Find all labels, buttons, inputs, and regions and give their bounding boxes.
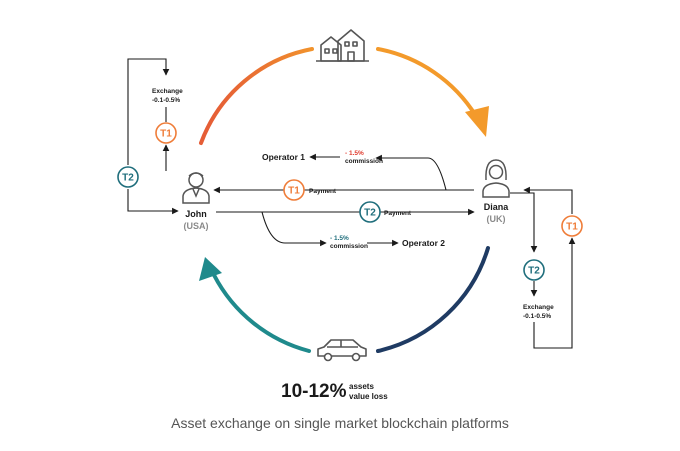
payment-top-label: Payment <box>309 188 337 195</box>
right-exchange-loop <box>533 237 576 349</box>
svg-text:T1: T1 <box>160 129 172 140</box>
payment-bottom-label: Payment <box>384 210 412 217</box>
commission-top-word: commission <box>345 158 383 165</box>
svg-text:T2: T2 <box>364 208 376 219</box>
operator1-flow-line <box>375 154 447 191</box>
t1-token-left: T1 <box>155 122 177 144</box>
svg-text:T2: T2 <box>528 266 540 277</box>
diana-name: Diana <box>484 202 510 212</box>
woman-icon <box>482 159 510 198</box>
exchange-right-line2: -0.1-0.5% <box>523 313 551 320</box>
man-icon <box>182 172 210 204</box>
house-icon <box>316 29 369 62</box>
bottom-flow-arc-right <box>376 246 490 353</box>
john-country: (USA) <box>184 221 209 231</box>
car-icon <box>317 339 367 362</box>
exchange-left-line1: Exchange <box>152 88 183 95</box>
t2-token-right: T2 <box>523 259 545 281</box>
t1-token-payment: T1 <box>283 179 305 201</box>
svg-text:T1: T1 <box>288 186 300 197</box>
caption: Asset exchange on single market blockcha… <box>171 415 509 431</box>
left-exchange-loop <box>127 58 170 165</box>
loss-value: 10-12% <box>281 381 347 402</box>
operator1-label: Operator 1 <box>262 152 305 162</box>
svg-text:T2: T2 <box>122 173 134 184</box>
loss-line1: assets <box>349 382 374 391</box>
right-exchange-back <box>523 186 573 214</box>
exchange-right-line1: Exchange <box>523 304 554 311</box>
t1-token-right: T1 <box>561 215 583 237</box>
left-exchange-in <box>127 189 179 215</box>
top-flow-arc-right <box>376 47 478 118</box>
operator2-label: Operator 2 <box>402 238 445 248</box>
bottom-flow-arc <box>212 273 311 353</box>
top-flow-arc <box>199 47 314 145</box>
commission-bottom-pct: - 1.5% <box>330 235 349 242</box>
svg-text:T1: T1 <box>566 222 578 233</box>
operator2-flow-line <box>261 211 327 247</box>
commission-bottom-word: commission <box>330 243 368 250</box>
diana-country: (UK) <box>487 214 506 224</box>
bottom-arc-arrowhead <box>199 257 222 281</box>
t2-token-left: T2 <box>117 166 139 188</box>
t2-token-payment: T2 <box>359 201 381 223</box>
loss-line2: value loss <box>349 392 388 401</box>
exchange-left-line2: -0.1-0.5% <box>152 97 180 104</box>
john-name: John <box>185 209 207 219</box>
right-exchange-out <box>510 192 538 253</box>
top-arc-arrowhead <box>465 106 489 137</box>
commission-top-pct: - 1.5% <box>345 150 364 157</box>
